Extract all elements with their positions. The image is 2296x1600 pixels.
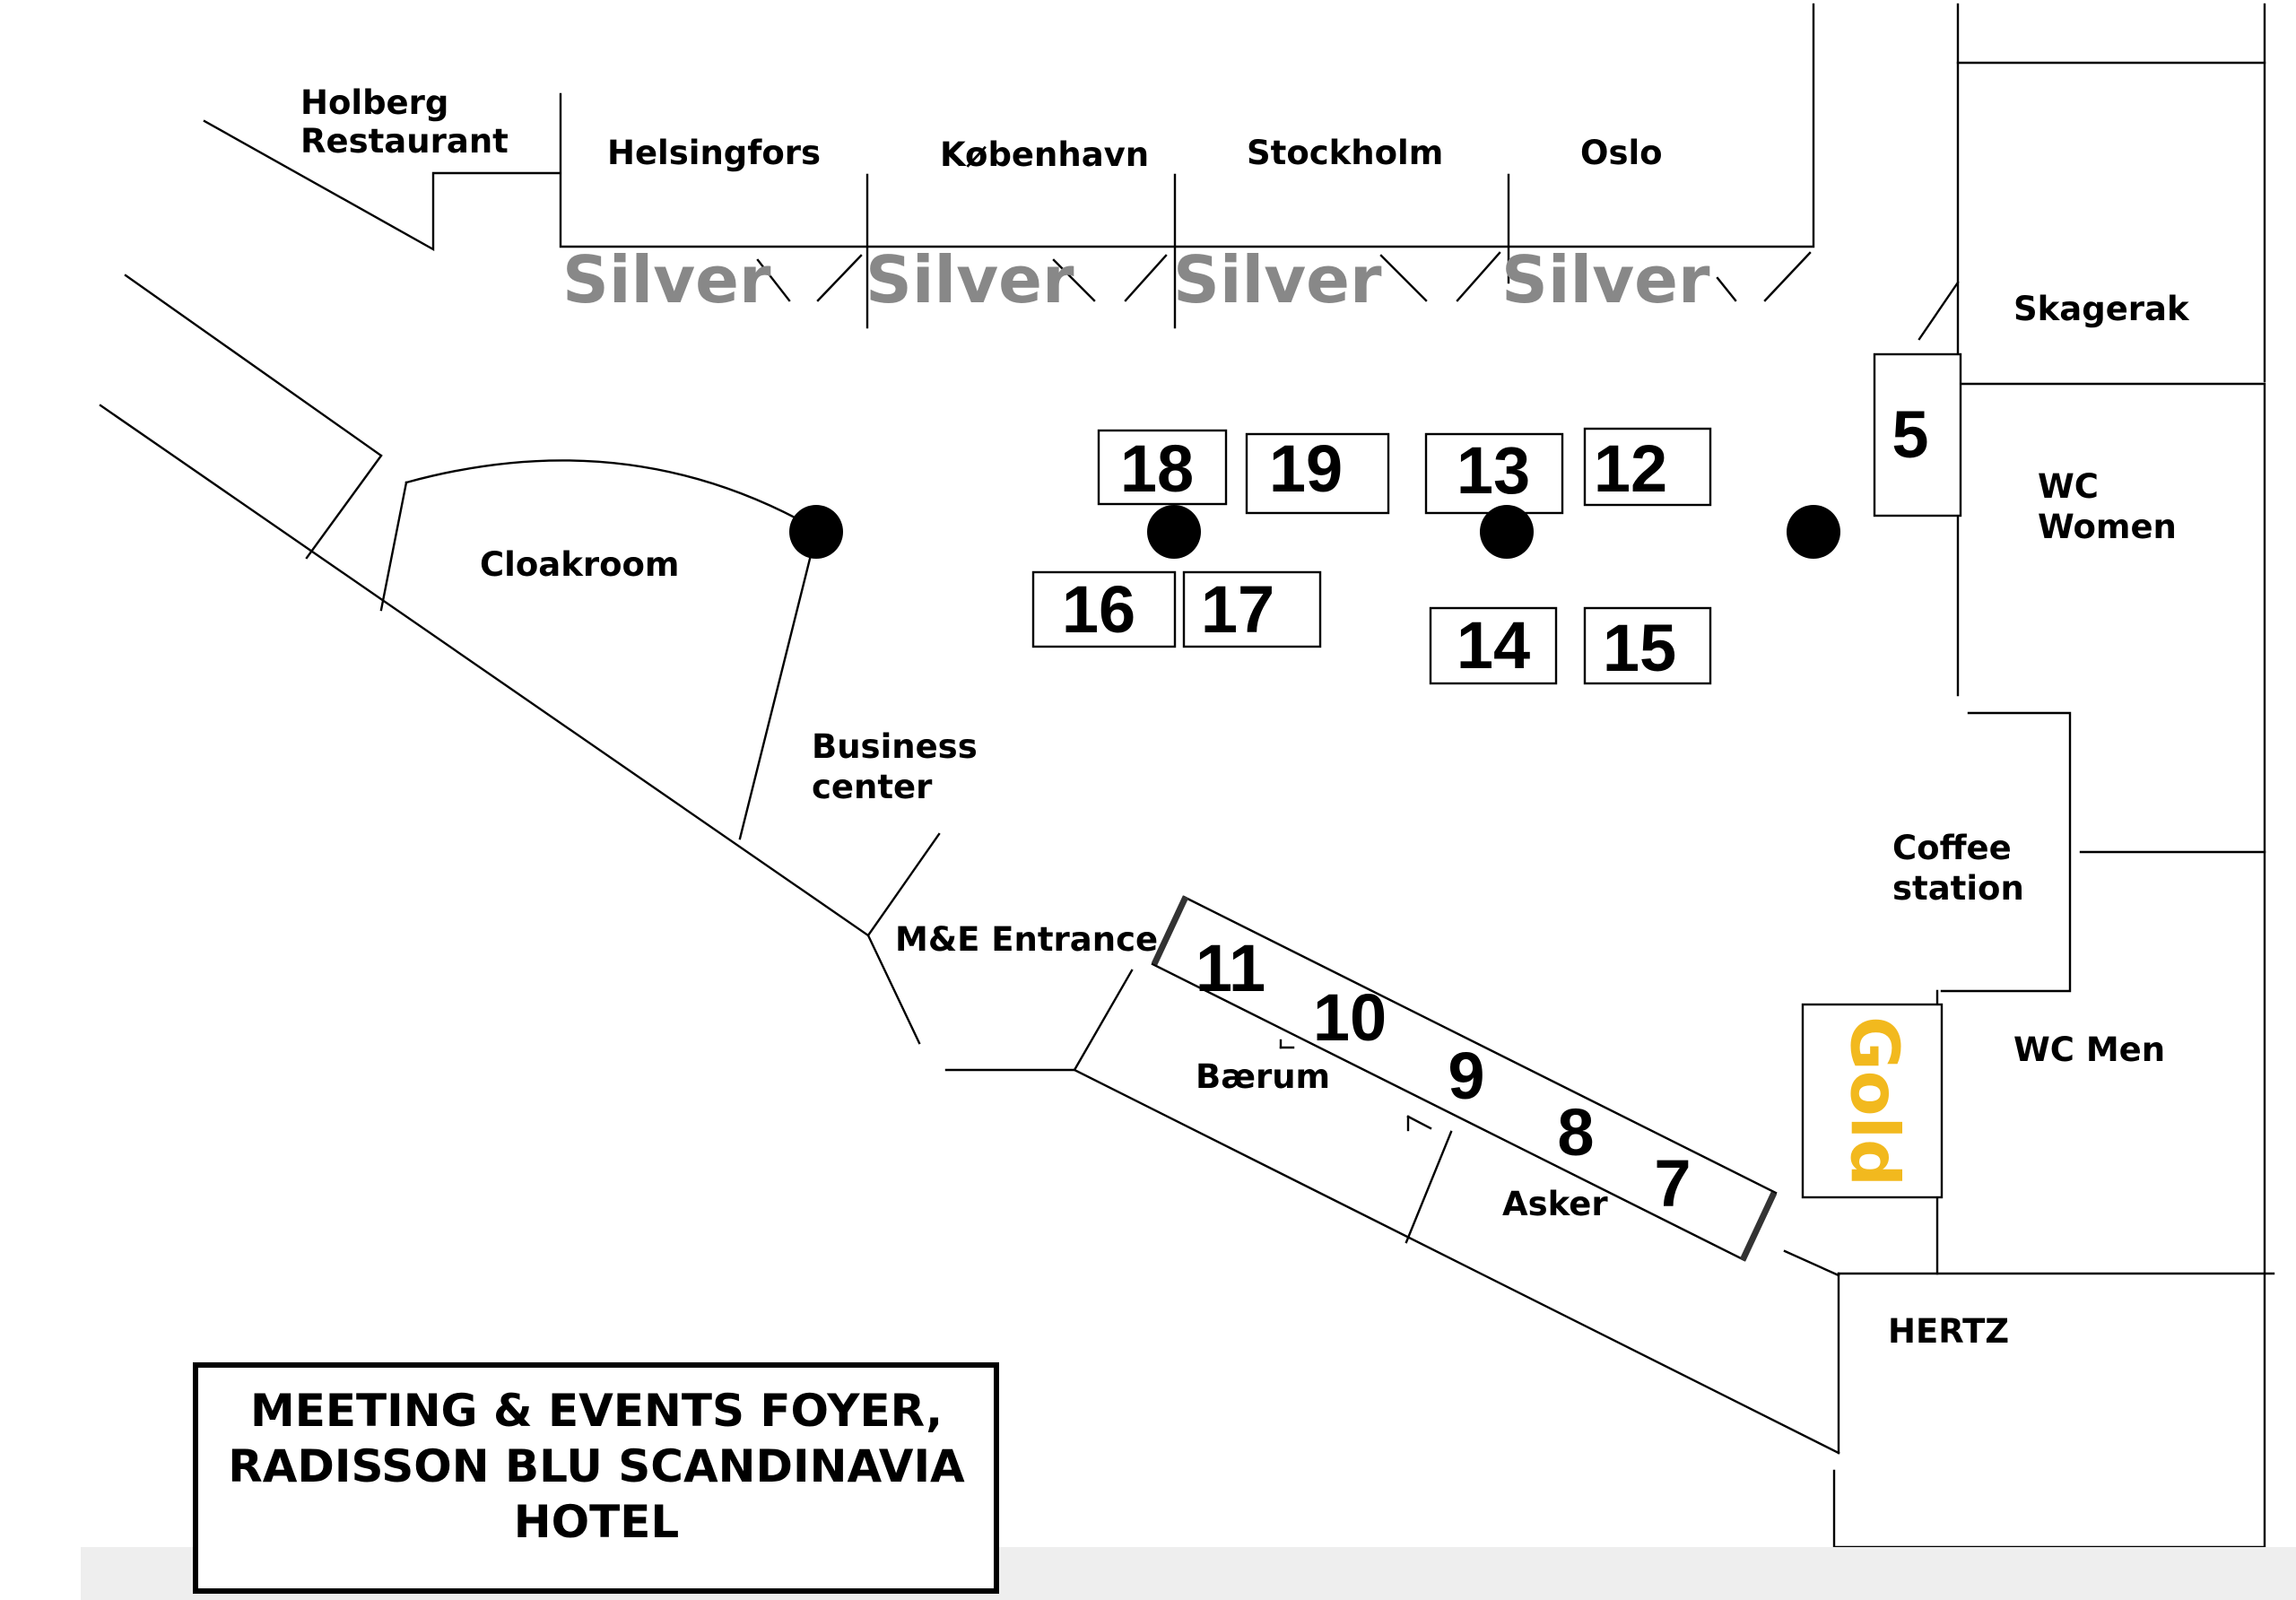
room-business-center-line2: center (812, 768, 933, 806)
booth-box-17 (1182, 570, 1322, 648)
room-asker: Asker (1502, 1185, 1608, 1223)
booth-strip-7-11 (1151, 895, 1778, 1262)
booth-12: 12 (1594, 431, 1667, 506)
gold-box (1801, 1003, 1944, 1199)
booth-box-5 (1873, 352, 1962, 517)
room-cloakroom: Cloakroom (480, 545, 679, 584)
room-labels: Holberg Restaurant Helsingfors København… (300, 83, 2190, 1351)
gold-area: Gold (1801, 1003, 1944, 1199)
room-coffee-station-line2: station (1892, 869, 2024, 908)
pillar (1787, 505, 1840, 559)
booth-box-13 (1424, 432, 1564, 515)
pillar (1480, 505, 1534, 559)
pillar (789, 505, 843, 559)
booth-18: 18 (1120, 431, 1194, 506)
booth-14: 14 (1457, 608, 1530, 683)
booth-box-15 (1583, 606, 1712, 685)
booth-box-19 (1245, 432, 1390, 515)
booth-box-14 (1429, 606, 1558, 685)
room-coffee-station: Coffee (1892, 829, 2012, 867)
room-hertz: HERTZ (1888, 1312, 2009, 1351)
room-me-entrance: M&E Entrance (895, 920, 1158, 959)
room-wc-men: WC Men (2013, 1030, 2165, 1069)
booth-15: 15 (1603, 611, 1676, 685)
silver-label: Silver (1501, 242, 1710, 317)
booth-box-18 (1097, 429, 1228, 506)
booth-11: 11 (1196, 931, 1265, 1005)
booth-9: 9 (1448, 1039, 1484, 1113)
room-wc-women: WC (2038, 467, 2099, 506)
booth-16: 16 (1062, 572, 1135, 647)
room-stockholm: Stockholm (1247, 134, 1443, 172)
booth-17: 17 (1201, 572, 1274, 647)
caption-line-3: HOTEL (514, 1496, 679, 1548)
gold-label: Gold (1835, 1016, 1912, 1187)
pillar (1147, 505, 1201, 559)
booth-13: 13 (1457, 433, 1530, 508)
booth-8: 8 (1557, 1095, 1594, 1170)
caption-line-1: MEETING & EVENTS FOYER, (250, 1385, 943, 1437)
booth-5: 5 (1892, 397, 1928, 472)
room-business-center: Business (812, 727, 978, 766)
silver-label: Silver (562, 242, 771, 317)
room-holberg-line2: Restaurant (300, 122, 509, 161)
pillars (789, 505, 1840, 559)
caption-box: MEETING & EVENTS FOYER, RADISSON BLU SCA… (193, 1362, 999, 1594)
room-baerum: Bærum (1196, 1057, 1330, 1096)
booths: 18 19 13 12 16 17 14 15 5 11 10 9 8 7 (1031, 352, 1962, 1221)
silver-labels: Silver Silver Silver Silver (562, 242, 1710, 317)
room-holberg: Holberg (300, 83, 448, 122)
room-kobenhav: København (940, 135, 1149, 174)
booth-box-16 (1031, 570, 1177, 648)
room-skagerak: Skagerak (2013, 290, 2190, 328)
booth-19: 19 (1269, 431, 1343, 506)
room-oslo: Oslo (1580, 134, 1663, 172)
silver-label: Silver (1173, 242, 1382, 317)
booth-7: 7 (1654, 1146, 1691, 1221)
booth-box-12 (1583, 427, 1712, 507)
caption-line-2: RADISSON BLU SCANDINAVIA (228, 1440, 965, 1492)
silver-label: Silver (865, 242, 1074, 317)
room-helsingfors: Helsingfors (607, 134, 821, 172)
room-wc-women-line2: Women (2038, 508, 2177, 546)
booth-10: 10 (1313, 980, 1387, 1055)
